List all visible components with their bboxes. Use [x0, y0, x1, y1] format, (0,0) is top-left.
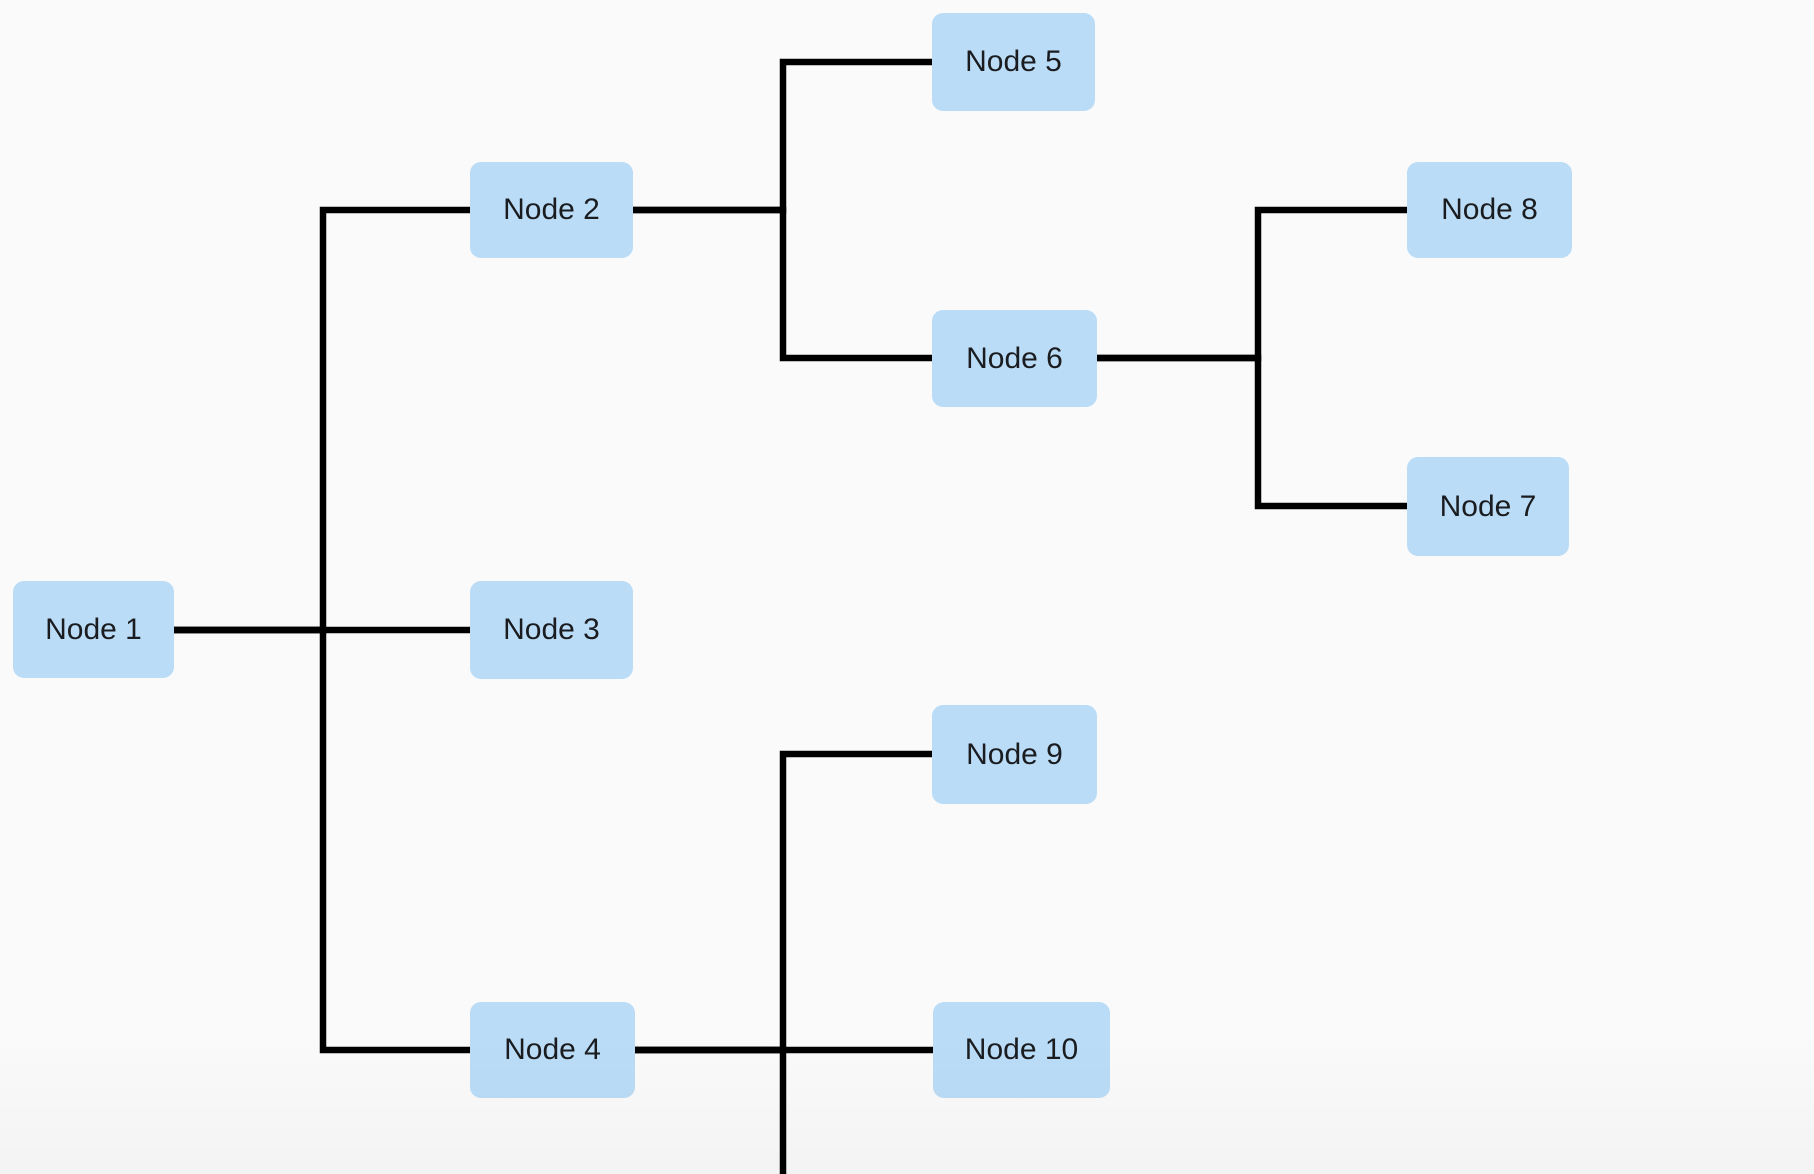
edge-4-offscreen	[635, 1046, 787, 1174]
node-8[interactable]: Node 8	[1407, 162, 1572, 258]
edge-1-4	[174, 626, 470, 1054]
node-label: Node 9	[966, 737, 1063, 771]
node-label: Node 2	[503, 193, 600, 226]
edge-6-8	[1097, 206, 1407, 362]
node-7[interactable]: Node 7	[1407, 457, 1569, 556]
node-6[interactable]: Node 6	[932, 310, 1097, 407]
node-label: Node 4	[504, 1033, 601, 1066]
node-5[interactable]: Node 5	[932, 13, 1095, 111]
node-label: Node 6	[966, 341, 1063, 375]
node-1[interactable]: Node 1	[13, 581, 174, 678]
node-label: Node 10	[964, 1033, 1079, 1066]
node-9[interactable]: Node 9	[932, 705, 1097, 804]
edge-4-9	[635, 750, 932, 1054]
edge-1-2	[174, 206, 470, 634]
node-label: Node 5	[965, 45, 1062, 78]
node-label: Node 1	[45, 612, 142, 646]
node-2[interactable]: Node 2	[470, 162, 633, 258]
node-3[interactable]: Node 3	[470, 581, 633, 679]
node-label: Node 7	[1439, 489, 1537, 523]
edge-2-5	[633, 58, 932, 214]
edge-6-7	[1097, 354, 1407, 510]
node-10[interactable]: Node 10	[933, 1002, 1110, 1098]
node-4[interactable]: Node 4	[470, 1002, 635, 1098]
node-label: Node 3	[503, 613, 600, 646]
edge-2-6	[633, 206, 932, 362]
node-label: Node 8	[1441, 193, 1538, 226]
